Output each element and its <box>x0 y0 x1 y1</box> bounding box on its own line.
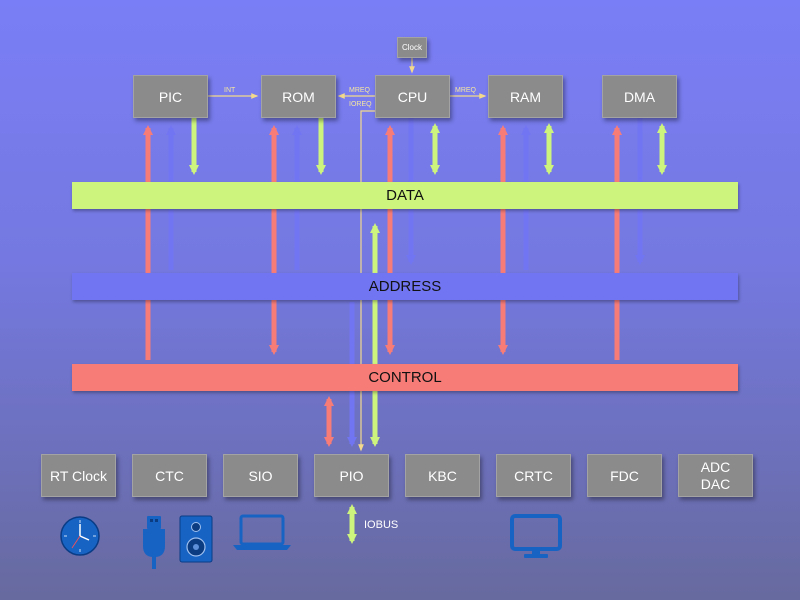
dma-label: DMA <box>623 88 656 105</box>
clock-icon <box>60 516 100 556</box>
cpu-block[interactable]: CPU <box>375 75 450 118</box>
rtclock-label: RT Clock <box>49 467 108 484</box>
usb-icon <box>143 516 165 569</box>
ioreq-signal-line <box>358 110 375 452</box>
rtclock-block[interactable]: RT Clock <box>41 454 116 497</box>
pio-block[interactable]: PIO <box>314 454 389 497</box>
data-bus[interactable]: DATA <box>72 182 738 209</box>
ctc-label: CTC <box>155 467 184 484</box>
pic-block[interactable]: PIC <box>133 75 208 118</box>
control-bus-label: CONTROL <box>368 369 442 386</box>
pic-label: PIC <box>158 88 183 105</box>
ram-label: RAM <box>509 88 542 105</box>
rom-label: ROM <box>282 88 315 105</box>
ioreq-signal-label: IOREQ <box>349 101 372 108</box>
ctc-block[interactable]: CTC <box>132 454 207 497</box>
crtc-block[interactable]: CRTC <box>496 454 571 497</box>
clock-block[interactable]: Clock <box>397 37 427 58</box>
crtc-label: CRTC <box>514 467 553 484</box>
clock-label: Clock <box>401 43 422 52</box>
int-signal-label: INT <box>224 87 236 94</box>
adcdac-block[interactable]: ADC DAC <box>678 454 753 497</box>
iobus-label: IOBUS <box>364 519 399 531</box>
data-bus-label: DATA <box>386 187 424 204</box>
ram-block[interactable]: RAM <box>488 75 563 118</box>
dma-block[interactable]: DMA <box>602 75 677 118</box>
monitor-icon <box>510 514 562 558</box>
pio-label: PIO <box>339 467 364 484</box>
sio-block[interactable]: SIO <box>223 454 298 497</box>
control-bus[interactable]: CONTROL <box>72 364 738 391</box>
mreq-rom-signal-label: MREQ <box>349 87 370 94</box>
adcdac-label: ADC DAC <box>700 458 731 492</box>
kbc-block[interactable]: KBC <box>405 454 480 497</box>
cpu-label: CPU <box>397 88 428 105</box>
fdc-block[interactable]: FDC <box>587 454 662 497</box>
fdc-label: FDC <box>610 467 639 484</box>
mreq-ram-signal-label: MREQ <box>455 87 476 94</box>
address-bus-label: ADDRESS <box>368 278 442 295</box>
kbc-label: KBC <box>428 467 457 484</box>
rom-block[interactable]: ROM <box>261 75 336 118</box>
address-bus[interactable]: ADDRESS <box>72 273 738 300</box>
sio-label: SIO <box>248 467 273 484</box>
laptop-icon <box>233 514 291 550</box>
speaker-icon <box>179 515 213 563</box>
